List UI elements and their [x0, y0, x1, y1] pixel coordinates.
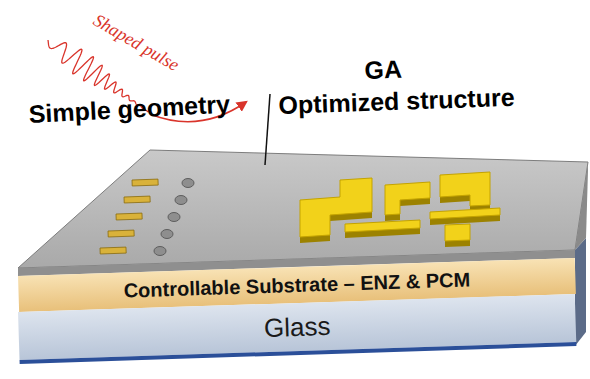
side-top-edge: [575, 162, 588, 250]
layer-label: Glass: [263, 310, 330, 343]
side-face: [575, 238, 586, 346]
region-title: Simple geometry: [28, 89, 231, 129]
divider-line: [265, 94, 270, 165]
ga-structure: [300, 172, 500, 241]
pulse-label: Shaped pulse: [90, 10, 183, 76]
region-title: Optimized structure: [278, 83, 515, 120]
nanohole-array: [154, 179, 194, 256]
layer-label: Controllable Substrate – ENZ & PCM: [123, 268, 470, 302]
top-surface: [18, 150, 588, 268]
nanorod-array: [100, 179, 158, 254]
region-title: GA: [364, 55, 402, 85]
